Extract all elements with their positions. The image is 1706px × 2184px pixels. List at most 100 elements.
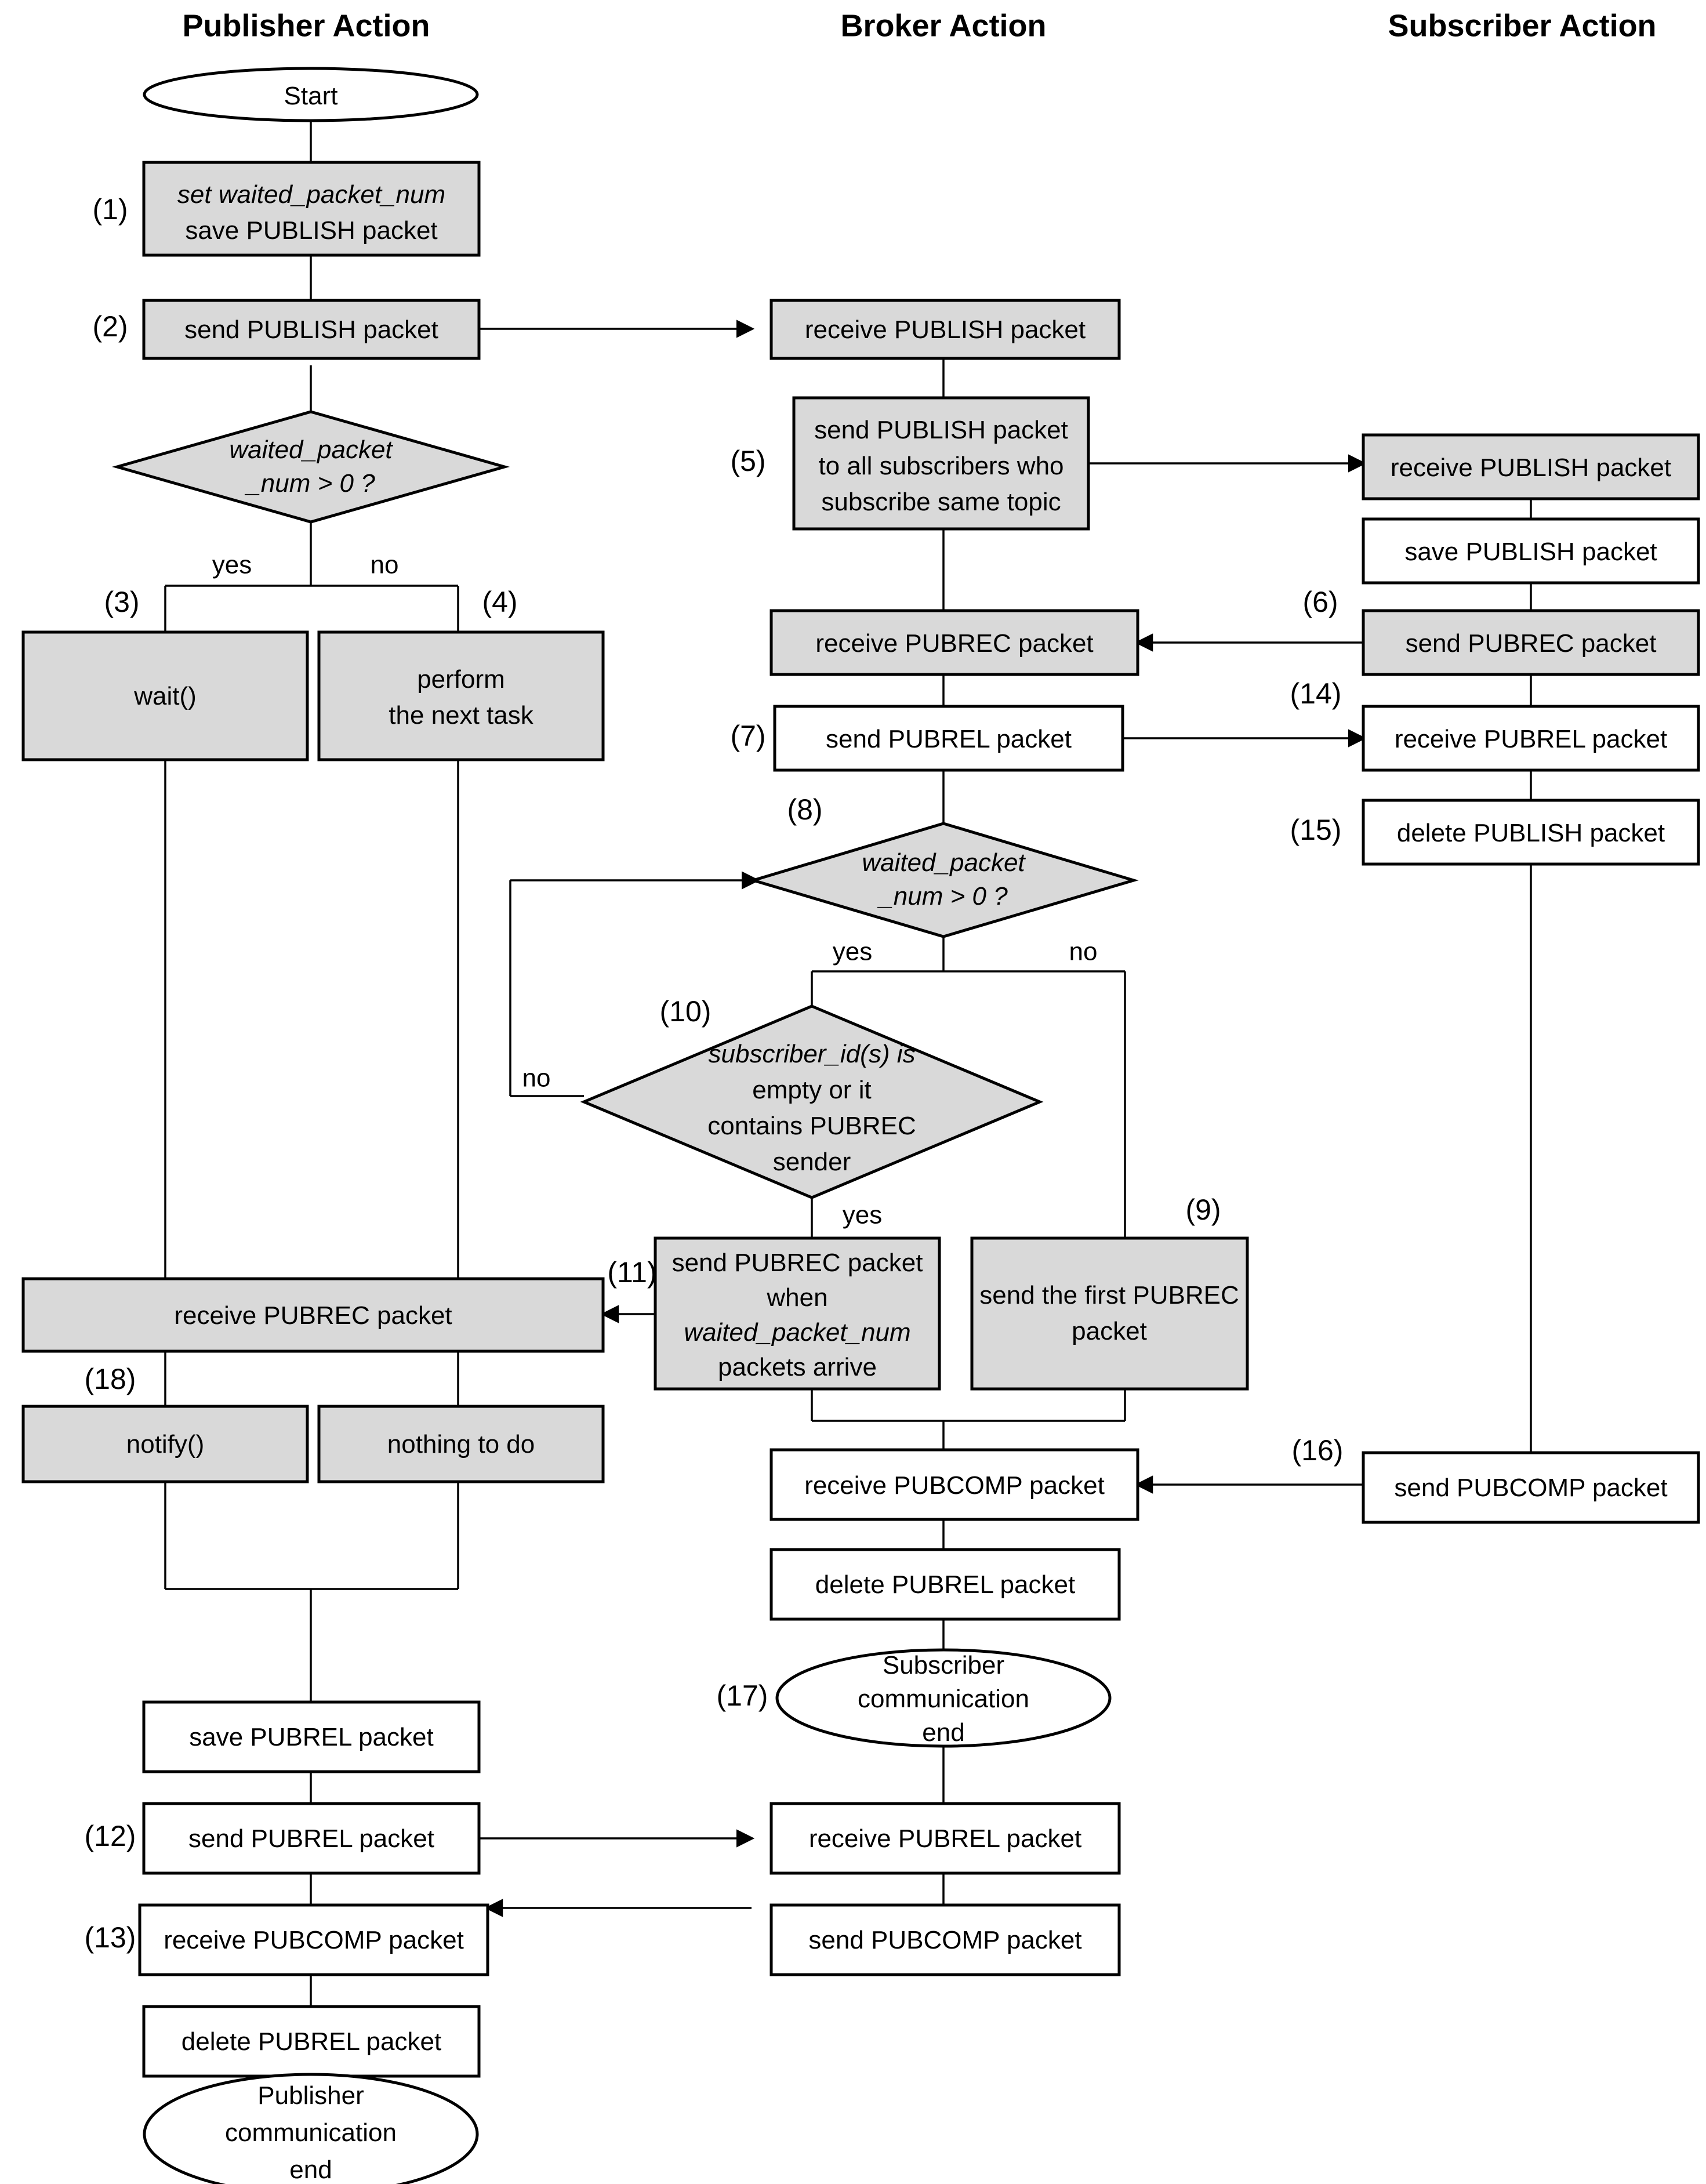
node-label-line-2: save PUBLISH packet bbox=[185, 216, 437, 245]
node-publisher-start: Start bbox=[143, 67, 479, 122]
step-number-7: (7) bbox=[730, 720, 765, 752]
node-label-line-1: waited_packet bbox=[862, 848, 1026, 877]
node-label-line-3: end bbox=[289, 2156, 332, 2184]
node-publisher-send-pubrel: send PUBREL packet bbox=[142, 1802, 481, 1875]
node-publisher-set-waited: set waited_packet_num save PUBLISH packe… bbox=[142, 161, 481, 257]
node-publisher-receive-pubcomp: receive PUBCOMP packet bbox=[138, 1903, 489, 1976]
column-title-subscriber: Subscriber Action bbox=[1388, 8, 1656, 43]
node-label: save PUBREL packet bbox=[189, 1723, 433, 1751]
node-label-line-3: end bbox=[922, 1718, 964, 1747]
node-label: wait() bbox=[133, 682, 197, 710]
node-subscriber-save-publish: save PUBLISH packet bbox=[1362, 517, 1700, 585]
edge-label-publisher-no: no bbox=[371, 551, 399, 579]
connectors bbox=[164, 120, 1532, 2105]
node-label: nothing to do bbox=[387, 1430, 535, 1459]
node-broker-send-pubrec-when: send PUBREC packet when waited_packet_nu… bbox=[654, 1236, 941, 1391]
node-label: send PUBLISH packet bbox=[184, 315, 438, 344]
node-publisher-receive-pubrec: receive PUBREC packet bbox=[21, 1277, 605, 1353]
step-number-17: (17) bbox=[717, 1679, 768, 1712]
edge-label-broker8-yes: yes bbox=[833, 938, 872, 966]
node-label: send PUBCOMP packet bbox=[808, 1926, 1081, 1954]
node-subscriber-delete-publish: delete PUBLISH packet bbox=[1362, 799, 1700, 866]
node-broker-send-pubcomp: send PUBCOMP packet bbox=[769, 1903, 1121, 1976]
step-number-14: (14) bbox=[1290, 677, 1342, 710]
node-label: send PUBREL packet bbox=[188, 1824, 434, 1853]
node-label-line-3: subscribe same topic bbox=[821, 488, 1061, 516]
edge-label-broker8-no: no bbox=[1069, 938, 1098, 966]
step-number-18: (18) bbox=[85, 1363, 136, 1395]
node-label-line-1: Subscriber bbox=[883, 1651, 1004, 1679]
node-publisher-communication-end: Publisher communication end bbox=[143, 2073, 479, 2184]
step-number-6: (6) bbox=[1302, 586, 1338, 618]
step-number-3: (3) bbox=[104, 586, 139, 618]
node-broker-receive-pubrec: receive PUBREC packet bbox=[769, 609, 1139, 676]
step-number-12: (12) bbox=[85, 1820, 136, 1852]
node-label: delete PUBREL packet bbox=[815, 1570, 1075, 1599]
node-publisher-delete-pubrel: delete PUBREL packet bbox=[142, 2005, 481, 2078]
step-number-2: (2) bbox=[92, 310, 128, 343]
node-label-line-1: set waited_packet_num bbox=[177, 180, 445, 209]
step-number-8: (8) bbox=[787, 793, 822, 826]
node-broker-receive-publish: receive PUBLISH packet bbox=[769, 299, 1121, 360]
node-label-line-2: _num > 0 ? bbox=[244, 469, 375, 498]
node-broker-delete-pubrel: delete PUBREL packet bbox=[769, 1548, 1121, 1621]
edge-label-broker10-no: no bbox=[522, 1064, 551, 1093]
node-label: Start bbox=[284, 82, 338, 110]
step-number-5: (5) bbox=[730, 445, 765, 477]
node-label-line-3: waited_packet_num bbox=[684, 1318, 910, 1347]
node-broker-send-publish-all: send PUBLISH packet to all subscribers w… bbox=[792, 396, 1090, 531]
node-label-line-2: communication bbox=[225, 2118, 397, 2147]
node-publisher-save-pubrel: save PUBREL packet bbox=[142, 1700, 481, 1773]
node-broker-decision-subscriber-ids: subscriber_id(s) is empty or it contains… bbox=[580, 1004, 1044, 1199]
step-number-9: (9) bbox=[1185, 1193, 1221, 1226]
step-number-1: (1) bbox=[92, 193, 128, 226]
node-label-line-1: subscriber_id(s) is bbox=[709, 1040, 916, 1068]
node-label: receive PUBLISH packet bbox=[1391, 454, 1671, 482]
node-subscriber-receive-pubrel: receive PUBREL packet bbox=[1362, 705, 1700, 772]
node-publisher-nothing-to-do: nothing to do bbox=[317, 1405, 605, 1483]
node-publisher-notify: notify() bbox=[21, 1405, 309, 1483]
node-label: send PUBCOMP packet bbox=[1394, 1474, 1667, 1502]
node-label: receive PUBCOMP packet bbox=[164, 1926, 464, 1954]
edge-label-publisher-yes: yes bbox=[212, 551, 252, 579]
node-label: send PUBREL packet bbox=[826, 725, 1072, 753]
node-subscriber-send-pubrec: send PUBREC packet bbox=[1362, 609, 1700, 676]
node-label: receive PUBREL packet bbox=[809, 1824, 1081, 1853]
step-number-4: (4) bbox=[482, 586, 517, 618]
node-broker-subscriber-communication-end: Subscriber communication end bbox=[775, 1648, 1112, 1748]
step-number-10: (10) bbox=[660, 995, 712, 1028]
node-subscriber-send-pubcomp: send PUBCOMP packet bbox=[1362, 1451, 1700, 1524]
node-publisher-wait: wait() bbox=[21, 630, 309, 761]
node-label: receive PUBCOMP packet bbox=[804, 1471, 1105, 1500]
node-label-line-2: empty or it bbox=[752, 1076, 871, 1104]
node-label: save PUBLISH packet bbox=[1404, 538, 1657, 566]
column-title-broker: Broker Action bbox=[840, 8, 1046, 43]
node-label-line-4: packets arrive bbox=[718, 1353, 877, 1381]
node-broker-receive-pubrel: receive PUBREL packet bbox=[769, 1802, 1121, 1875]
node-label: receive PUBREL packet bbox=[1395, 725, 1667, 753]
node-label-line-1: send PUBREC packet bbox=[672, 1249, 923, 1277]
edge-label-broker10-yes: yes bbox=[843, 1201, 882, 1229]
node-broker-send-pubrel: send PUBREL packet bbox=[773, 705, 1124, 772]
step-number-15: (15) bbox=[1290, 814, 1342, 846]
node-label-line-1: perform bbox=[417, 665, 505, 694]
node-label: receive PUBLISH packet bbox=[805, 315, 1086, 344]
node-label: receive PUBREC packet bbox=[174, 1301, 452, 1330]
node-broker-receive-pubcomp: receive PUBCOMP packet bbox=[769, 1448, 1139, 1521]
node-label-line-2: to all subscribers who bbox=[818, 452, 1063, 480]
step-number-16: (16) bbox=[1292, 1434, 1344, 1467]
node-label-line-1: waited_packet bbox=[229, 436, 393, 464]
node-label-line-3: contains PUBREC bbox=[707, 1112, 916, 1140]
node-label-line-2: packet bbox=[1072, 1317, 1147, 1345]
column-title-publisher: Publisher Action bbox=[182, 8, 430, 43]
node-label-line-4: sender bbox=[773, 1148, 851, 1176]
node-label-line-2: communication bbox=[858, 1685, 1029, 1713]
node-label: receive PUBREC packet bbox=[815, 629, 1093, 658]
node-label-line-1: send the first PUBREC bbox=[979, 1281, 1239, 1309]
step-number-13: (13) bbox=[85, 1921, 136, 1954]
node-label-line-1: Publisher bbox=[257, 2081, 364, 2110]
node-publisher-decision-waited-packet-num: waited_packet _num > 0 ? bbox=[111, 410, 510, 524]
node-publisher-perform-next-task: perform the next task bbox=[317, 630, 605, 761]
